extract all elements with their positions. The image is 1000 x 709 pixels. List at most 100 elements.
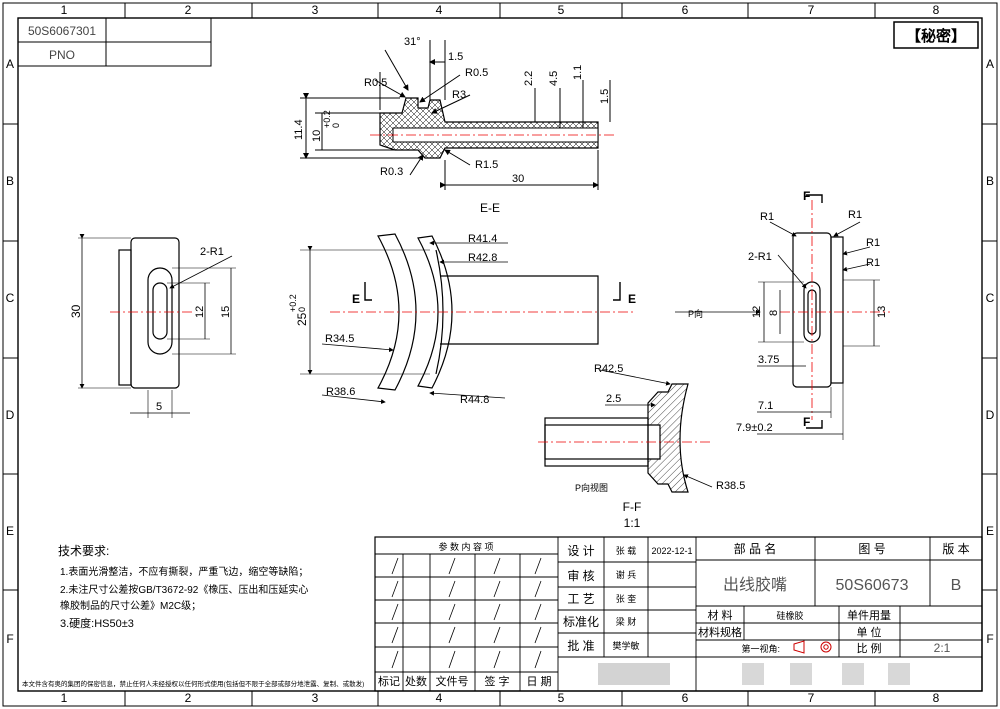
scale-label: 比 例	[856, 641, 881, 655]
section-ee-view	[300, 40, 615, 190]
row-letter: E	[6, 524, 14, 538]
dim-label: 2.2	[523, 71, 535, 86]
section-ff-scale: 1:1	[624, 516, 641, 530]
col-number: 7	[808, 3, 815, 17]
secret-stamp: 【秘密】	[893, 21, 979, 49]
row-letter: F	[6, 632, 13, 646]
first-angle-projection-icon	[793, 640, 832, 654]
material-label: 材 料	[707, 608, 732, 622]
col-number: 4	[436, 3, 443, 17]
role-label: 标准化	[563, 615, 599, 629]
dim-label: 10	[311, 130, 323, 142]
dim-tol: 0	[297, 307, 307, 312]
part-name-label: 部 品 名	[734, 541, 777, 556]
dim-label: 11.4	[293, 119, 305, 140]
dim-label: R38.5	[716, 480, 745, 492]
dim-label: R34.5	[325, 333, 354, 345]
col-number: 6	[682, 3, 689, 17]
signer-name: 梁 财	[616, 616, 637, 627]
signer-name: 樊学敏	[612, 640, 639, 651]
right-view-labels: R1 R1 R1 R1 2-R1 12 8 13 3.75 7.1 7.9±0.…	[688, 189, 888, 434]
note-line: 3.硬度:HS50±3	[60, 616, 134, 630]
role-label: 设 计	[567, 544, 594, 558]
unit-label: 单 位	[856, 625, 881, 639]
col-number: 4	[436, 691, 443, 705]
redacted-signatures	[598, 663, 910, 685]
dim-label: R1	[760, 211, 774, 223]
dim-label: R42.8	[468, 252, 497, 264]
col-number: 1	[61, 691, 68, 705]
note-line: 橡胶制品的尺寸公差》M2C级；	[60, 599, 201, 612]
col-number: 3	[312, 3, 319, 17]
rev-header: 标记	[378, 674, 400, 688]
dim-label: 8	[768, 310, 780, 316]
col-number: 6	[682, 691, 689, 705]
row-letter: A	[6, 57, 14, 71]
part-code-box: 50S6067301 PNO	[17, 17, 212, 67]
version-label: 版 本	[942, 542, 969, 556]
ref-header: 参 数 内 容 项	[438, 541, 493, 552]
title-block	[374, 536, 983, 692]
ref-slashes	[391, 557, 542, 669]
notes-title: 技术要求:	[58, 544, 109, 558]
dim-label: R1	[848, 209, 862, 221]
dim-label: R0.3	[380, 166, 403, 178]
col-number: 7	[808, 691, 815, 705]
row-letter: D	[986, 408, 995, 422]
dim-label: 3.75	[758, 354, 779, 366]
signer-name: 张 奎	[616, 593, 637, 604]
dim-label: 25	[295, 312, 309, 326]
dim-label: 1.1	[572, 65, 584, 80]
left-view-labels: 30 2-R1 12 15 5	[69, 246, 232, 413]
cut-label-e: E	[352, 292, 360, 306]
dim-label: 5	[156, 401, 162, 413]
projection-label: 第一视角:	[741, 643, 780, 654]
role-label: 批 准	[567, 638, 594, 653]
frame-column-numbers: 1 2 3 4 5 6 7 8 1 2 3 4 5 6 7 8	[61, 3, 940, 705]
row-letter: B	[986, 174, 994, 188]
row-letter: E	[986, 524, 994, 538]
rev-header: 日 期	[526, 675, 551, 688]
dim-label: R1.5	[475, 159, 498, 171]
row-letter: F	[986, 632, 993, 646]
dim-angle: 31°	[404, 36, 421, 48]
drawing-no-label: 图 号	[858, 542, 885, 556]
dim-tol: 0	[331, 123, 341, 128]
dim-label: R0.5	[465, 67, 488, 79]
rev-header: 文件号	[436, 674, 469, 688]
role-label: 审 核	[567, 568, 594, 583]
row-letter: B	[6, 174, 14, 188]
note-line: 2.未注尺寸公差按GB/T3672-92《橡压、压出和压延实心	[60, 583, 308, 596]
dim-label: 13	[876, 306, 888, 318]
front-view-labels: R41.4 R42.8 25 +0.2 0 R34.5 R38.6 R44.8 …	[288, 233, 636, 406]
spec-label: 材料规格	[698, 625, 742, 639]
role-label: 工 艺	[567, 592, 594, 606]
dim-label: 2-R1	[200, 246, 224, 258]
dim-label: R42.5	[594, 363, 623, 375]
p-view-label: P向视图	[575, 482, 608, 493]
signer-name: 张 载	[616, 545, 637, 556]
dim-label: R41.4	[468, 233, 497, 245]
col-number: 2	[185, 691, 192, 705]
section-ee-labels: 31° 1.5 R0.5 R0.5 R3 2.2 4.5 1.1 1.5 11.…	[293, 36, 611, 215]
p-direction-label: P向	[688, 308, 703, 319]
pno-label: PNO	[49, 48, 75, 62]
dim-label: 2-R1	[748, 251, 772, 263]
rev-header: 签 字	[484, 674, 509, 688]
cut-label-f: F	[803, 415, 810, 429]
dim-label: 30	[512, 173, 524, 185]
col-number: 1	[61, 3, 68, 17]
dim-label: R1	[866, 257, 880, 269]
col-number: 8	[933, 3, 940, 17]
dim-label: R44.8	[460, 394, 489, 406]
left-view	[78, 234, 236, 418]
drawing-no: 50S60673	[836, 577, 909, 594]
design-date: 2022-12-1	[651, 546, 692, 556]
rev-header: 处数	[405, 675, 427, 688]
dim-label: 4.5	[548, 71, 560, 86]
scale: 2:1	[934, 641, 951, 655]
row-letter: A	[986, 57, 994, 71]
dim-label: 1.5	[448, 51, 463, 63]
row-letter: C	[986, 291, 995, 305]
